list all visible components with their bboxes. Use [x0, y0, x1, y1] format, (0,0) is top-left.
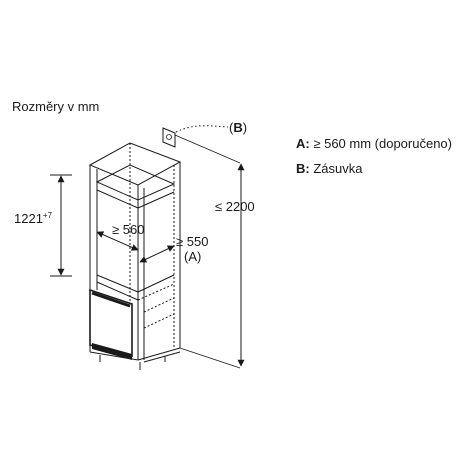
- niche-depth-value: ≥ 550: [176, 234, 208, 249]
- legend-item-a: A: ≥ 560 mm (doporučeno): [296, 136, 452, 151]
- niche-height-value: 1221+7: [14, 211, 53, 226]
- legend-item-b: B: Zásuvka: [296, 161, 362, 176]
- total-height-value: ≤ 2200: [215, 199, 255, 214]
- door-top-edge: [91, 291, 131, 308]
- legend-key-a: A:: [296, 136, 310, 151]
- socket-leader-line: [175, 125, 229, 133]
- dimension-niche-width: [96, 231, 139, 251]
- diagram-title: Rozměry v mm: [12, 99, 100, 114]
- niche-width-value: ≥ 560: [112, 222, 144, 237]
- dimension-niche-height: [50, 174, 72, 277]
- legend-text-a: ≥ 560 mm (doporučeno): [313, 136, 452, 151]
- niche-depth-marker: (A): [184, 249, 201, 264]
- appliance-base: [92, 343, 132, 360]
- dimension-niche-depth: [139, 245, 175, 263]
- wall-ref-line-top: [174, 134, 241, 164]
- socket-icon: [162, 127, 176, 148]
- legend-text-b: Zásuvka: [313, 161, 363, 176]
- legend-key-b: B:: [296, 161, 310, 176]
- wall-ref-line-bottom: [179, 347, 241, 369]
- socket-marker: (B): [229, 120, 247, 135]
